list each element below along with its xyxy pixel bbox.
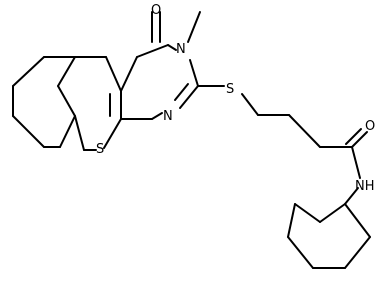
bond (351, 146, 361, 179)
bond (167, 44, 177, 51)
bond (288, 114, 321, 148)
atom-label-nitrogen: N (176, 42, 186, 57)
bonds (12, 11, 371, 269)
atom-labels: O N S S N O NH (96, 3, 375, 194)
bond (351, 131, 368, 148)
bond (12, 56, 45, 87)
bond (294, 203, 321, 223)
bond (105, 56, 122, 92)
bond (241, 93, 259, 116)
bond (189, 59, 199, 87)
bond (287, 203, 296, 238)
bond (344, 236, 371, 269)
atom-label-nitrogen-h: NH (355, 179, 375, 194)
bond (103, 118, 122, 149)
bond (345, 128, 362, 145)
bond (136, 44, 169, 58)
atom-label-sulfur: S (96, 142, 104, 157)
atom-label-nitrogen: N (163, 109, 173, 124)
bond (344, 187, 359, 205)
bond (319, 203, 346, 223)
atom-label-sulfur: S (226, 82, 234, 97)
bond (174, 83, 189, 101)
bond (151, 112, 163, 120)
bond (187, 11, 201, 43)
bond (12, 115, 45, 148)
atom-label-oxygen: O (365, 119, 375, 134)
bond (344, 203, 371, 238)
bond (179, 85, 199, 109)
bond (120, 56, 138, 92)
bond (287, 236, 314, 269)
atom-label-oxygen: O (151, 3, 161, 18)
bond (74, 115, 85, 151)
bond (57, 56, 76, 87)
bond (57, 85, 76, 117)
bond (59, 115, 76, 148)
